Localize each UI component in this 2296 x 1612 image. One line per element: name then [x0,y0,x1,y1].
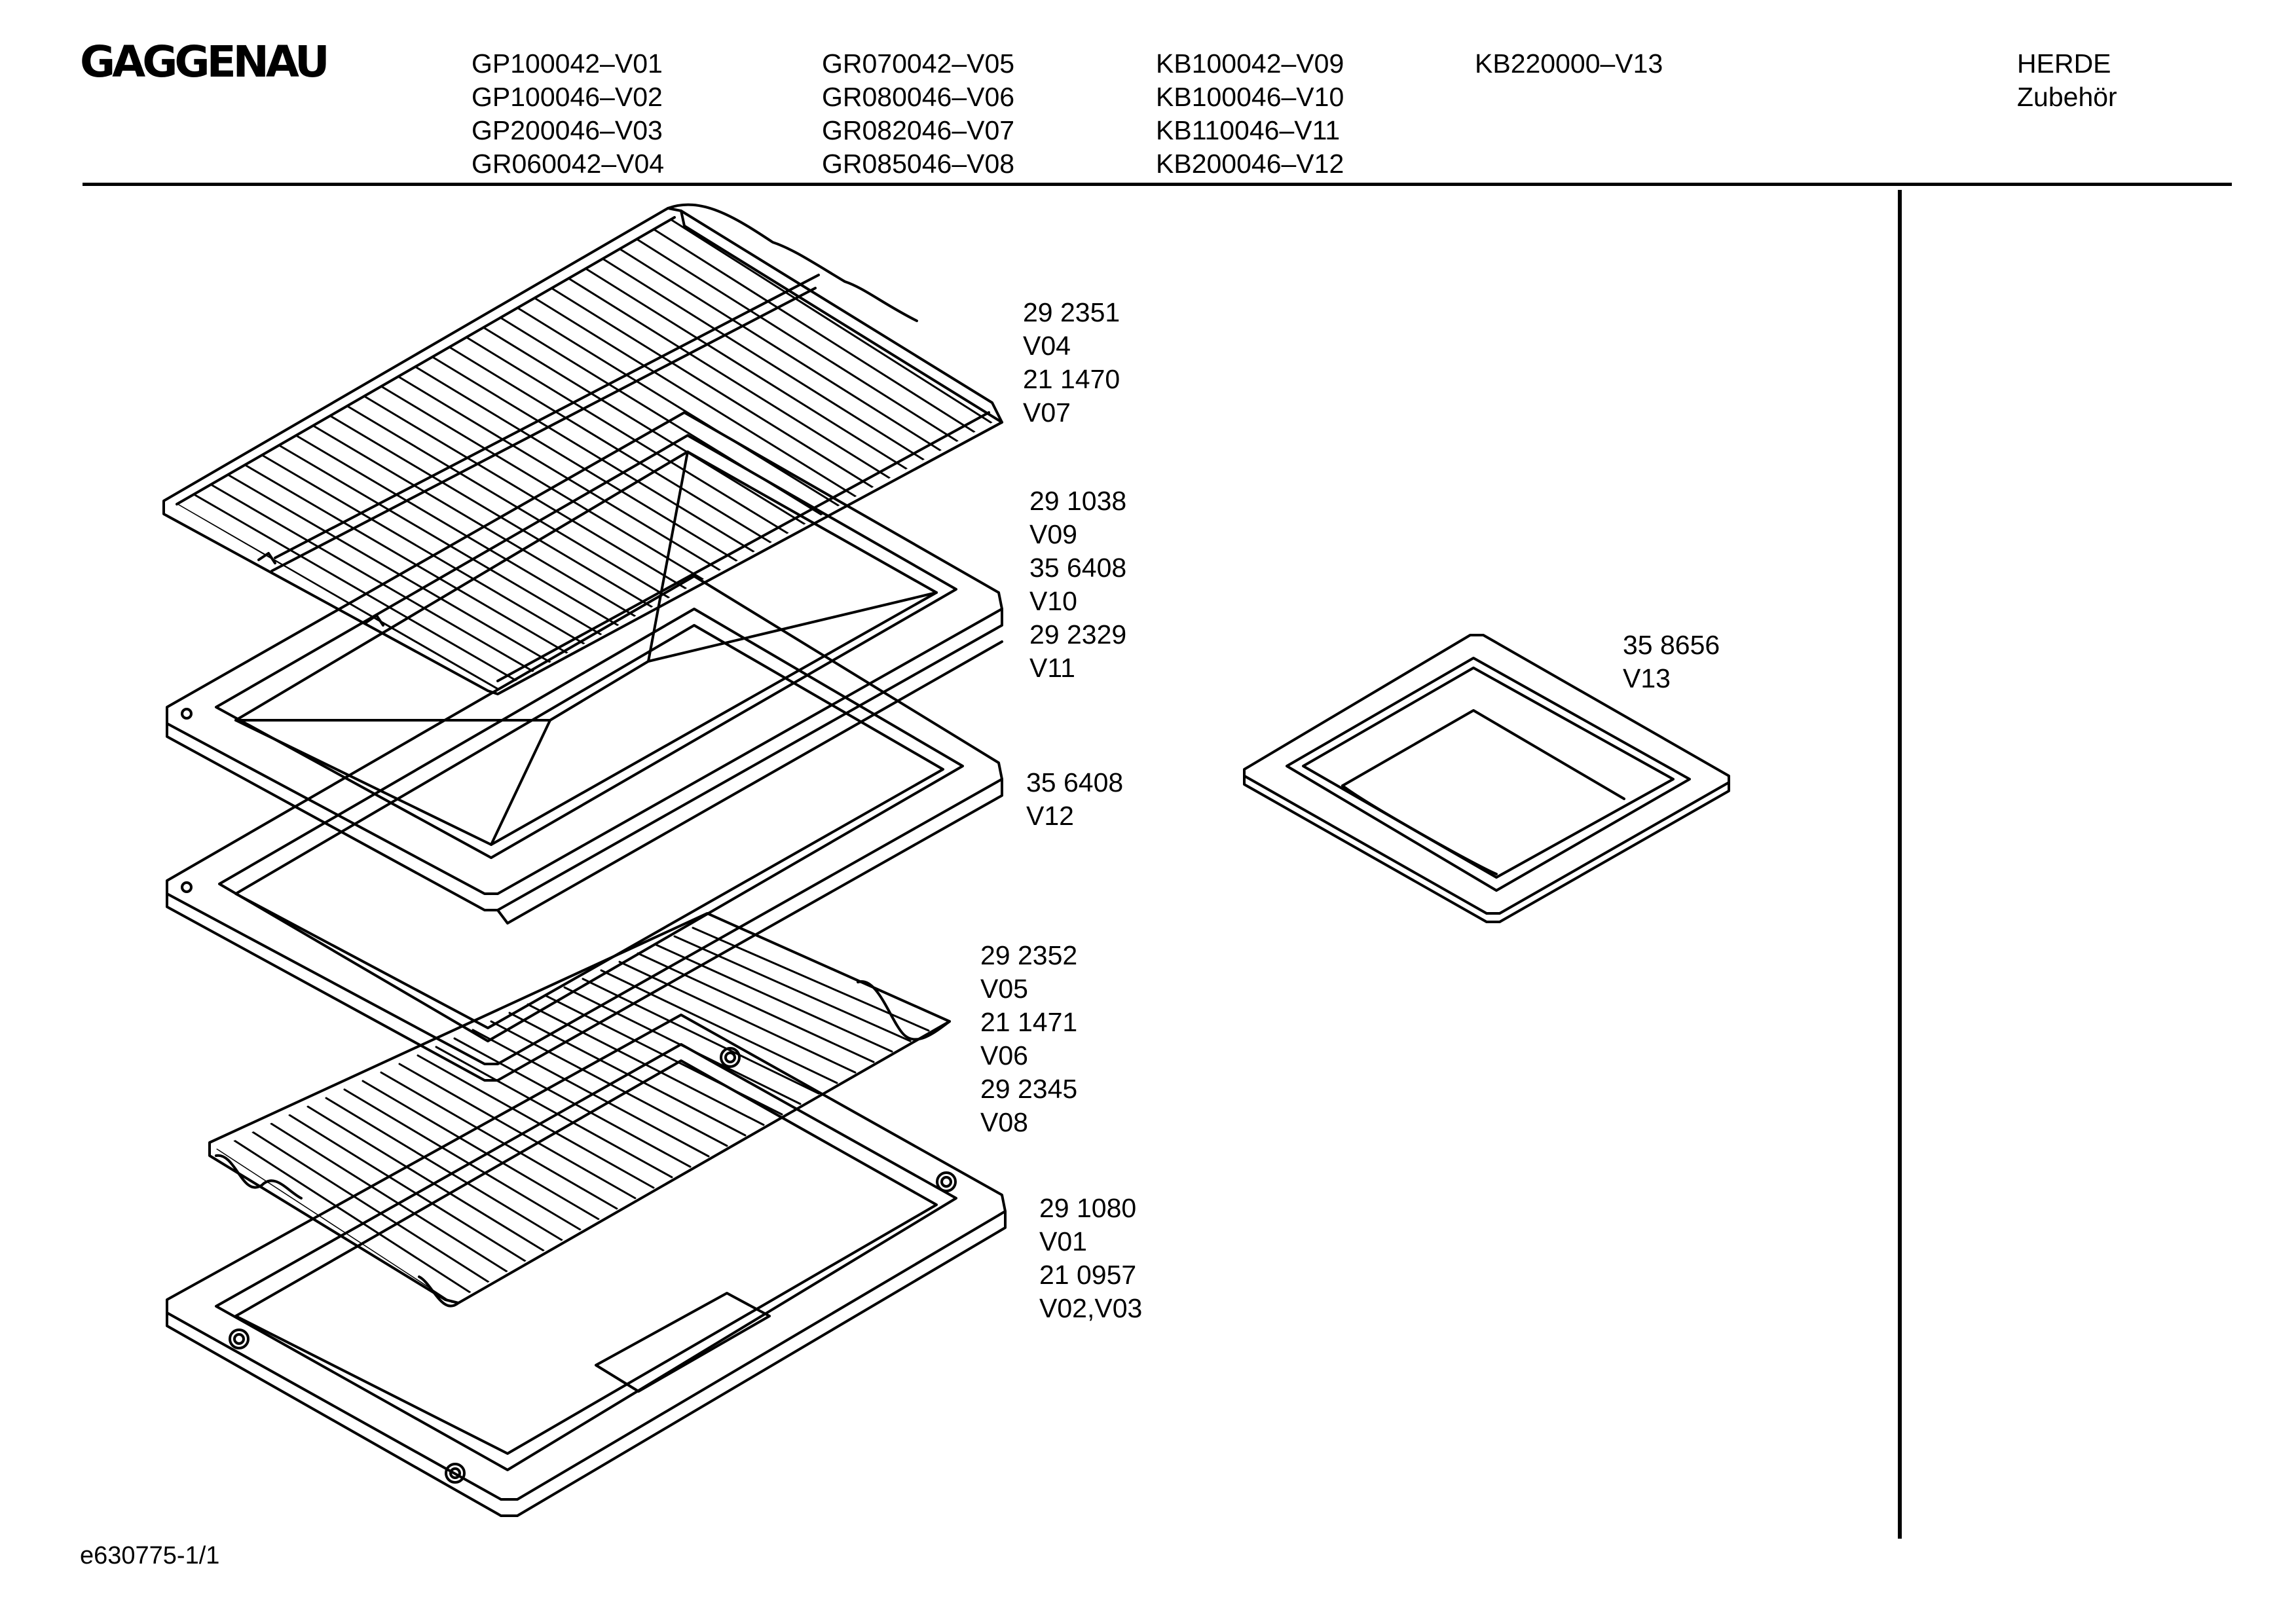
variant-code: V10 [1029,586,1077,616]
gastronorm-container [1243,634,1730,923]
variant-code: V02,V03 [1039,1293,1143,1323]
model-number: KB100042–V09 [1156,48,1344,79]
enamel-baking-sheet [166,1014,1007,1517]
part-number: 35 6408 [1029,553,1127,583]
side-divider [1898,190,1902,1539]
model-number: GR070042–V05 [822,48,1015,79]
variant-code: V12 [1026,801,1074,831]
part-number: 29 1038 [1029,486,1127,516]
model-number: GP100042–V01 [472,48,663,79]
variant-code: V13 [1623,663,1671,693]
model-number: KB220000–V13 [1475,48,1663,79]
model-number: GP100046–V02 [472,82,663,112]
gaggenau-logo: GAGGENAU [80,37,330,87]
part-number: 29 2329 [1029,619,1127,650]
part-number: 21 1471 [980,1007,1078,1037]
model-list-column-3: KB100042–V09 KB100046–V10 KB110046–V11 K… [1156,47,1344,181]
wire-rack-bottom [208,912,951,1308]
model-number: KB110046–V11 [1156,115,1341,145]
model-number: GR060042–V04 [472,149,665,179]
rack-wires [177,218,996,691]
roasting-pan-deep [166,411,1003,925]
model-list-column-4: KB220000–V13 [1475,47,1663,81]
model-number: KB100046–V10 [1156,82,1344,112]
variant-code: V09 [1029,519,1077,549]
subcategory-title: Zubehör [2017,82,2117,112]
part-label-group: 29 2351 V04 21 1470 V07 [1023,296,1120,430]
variant-code: V05 [980,974,1028,1004]
variant-code: V01 [1039,1226,1087,1256]
part-number: 21 0957 [1039,1260,1137,1290]
part-label-group: 29 2352 V05 21 1471 V06 29 2345 V08 [980,939,1077,1139]
model-number: GP200046–V03 [472,115,663,145]
part-number: 21 1470 [1023,364,1120,394]
part-number: 35 8656 [1623,630,1720,660]
part-number: 35 6408 [1026,767,1124,797]
variant-code: V08 [980,1107,1028,1137]
header-divider [83,183,2232,186]
baking-tray-flat [166,575,1003,1082]
part-number: 29 2352 [980,940,1078,970]
variant-code: V11 [1029,653,1075,683]
drawing-id: e630775-1/1 [80,1542,220,1569]
category-block: HERDE Zubehör [2017,47,2117,114]
part-number: 29 2351 [1023,297,1120,327]
variant-code: V04 [1023,331,1071,361]
part-number: 29 1080 [1039,1193,1137,1223]
model-number: GR082046–V07 [822,115,1015,145]
wire-rack-top [162,203,1003,695]
model-number: KB200046–V12 [1156,149,1344,179]
part-number: 29 2345 [980,1074,1078,1104]
part-label-group: 29 1080 V01 21 0957 V02,V03 [1039,1192,1142,1325]
variant-code: V07 [1023,397,1071,428]
part-label-group: 35 8656 V13 [1623,629,1720,695]
variant-code: V06 [980,1040,1028,1071]
model-number: GR080046–V06 [822,82,1015,112]
model-list-column-1: GP100042–V01 GP100046–V02 GP200046–V03 G… [472,47,664,181]
model-list-column-2: GR070042–V05 GR080046–V06 GR082046–V07 G… [822,47,1014,181]
part-label-group: 29 1038 V09 35 6408 V10 29 2329 V11 [1029,485,1126,685]
model-number: GR085046–V08 [822,149,1015,179]
part-label-group: 35 6408 V12 [1026,766,1123,833]
category-title: HERDE [2017,48,2111,79]
